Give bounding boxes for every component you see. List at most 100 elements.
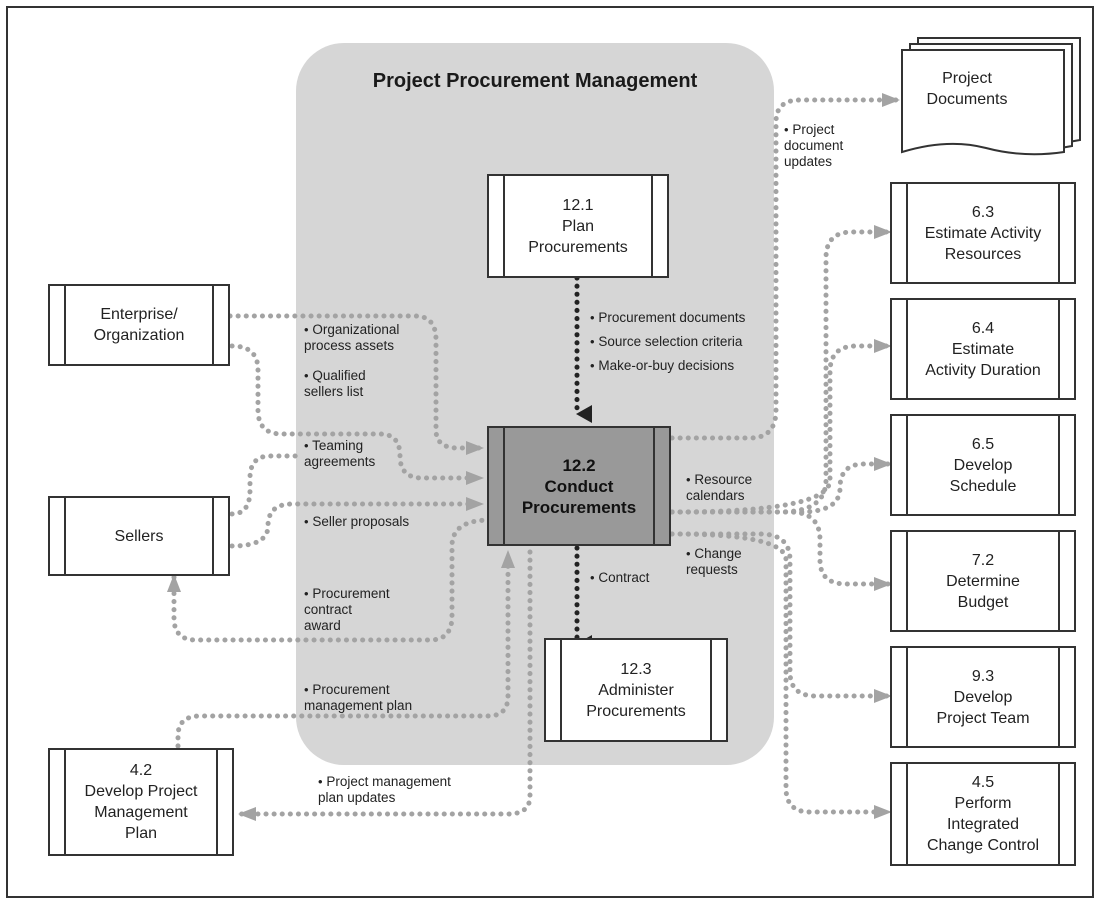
label-seller-proposals: • Seller proposals bbox=[304, 514, 409, 530]
flow-label-text: Change bbox=[694, 546, 742, 561]
process-number: 9.3 bbox=[971, 667, 995, 685]
process-label: Plan bbox=[561, 217, 595, 235]
process-label: Conduct bbox=[544, 476, 614, 496]
process-label: Plan bbox=[124, 825, 158, 842]
flow-label-text: Project bbox=[792, 122, 835, 137]
process-number: 6.4 bbox=[971, 319, 995, 337]
bullet: • bbox=[304, 368, 309, 383]
enterprise-organization[interactable]: Enterprise/ Organization bbox=[48, 284, 230, 366]
flow-label-text: Qualified bbox=[312, 368, 366, 383]
label-source-selection: • Source selection criteria bbox=[590, 334, 742, 350]
diagram-frame bbox=[6, 6, 1094, 898]
entity-label: Enterprise/ bbox=[100, 306, 178, 323]
process-4-5-integrated-change-control[interactable]: 4.5 Perform Integrated Change Control bbox=[890, 762, 1076, 866]
entity-label: Organization bbox=[93, 327, 185, 344]
process-label: Activity Duration bbox=[925, 361, 1041, 379]
process-number: 7.2 bbox=[971, 551, 995, 569]
flow-seller-proposals bbox=[229, 497, 485, 549]
flow-label-text: sellers list bbox=[304, 384, 364, 399]
flow-pm-plan bbox=[175, 549, 515, 749]
bullet: • bbox=[304, 514, 309, 529]
bullet: • bbox=[590, 358, 595, 373]
label-procurement-documents: • Procurement documents bbox=[590, 310, 745, 326]
project-documents: Project Documents bbox=[902, 68, 1032, 110]
flow-label-text: Source selection criteria bbox=[598, 334, 743, 349]
flow-label-text: updates bbox=[784, 154, 833, 169]
flow-doc-updates bbox=[669, 93, 901, 441]
process-6-4-estimate-duration[interactable]: 6.4 Estimate Activity Duration bbox=[890, 298, 1076, 400]
flow-to-6-4 bbox=[669, 339, 893, 515]
process-label: Administer bbox=[598, 681, 674, 699]
flow-qualified-sellers bbox=[229, 343, 485, 485]
bullet: • bbox=[304, 322, 309, 337]
process-number: 12.2 bbox=[562, 455, 596, 475]
bullet: • bbox=[318, 774, 323, 789]
process-label: Procurements bbox=[521, 497, 637, 517]
process-label: Management bbox=[94, 804, 188, 821]
process-label: Develop bbox=[953, 456, 1013, 474]
flow-to-4-5 bbox=[669, 531, 893, 819]
bullet: • bbox=[304, 682, 309, 697]
diagram-title: Project Procurement Management bbox=[372, 70, 698, 92]
bullet: • bbox=[784, 122, 789, 137]
process-label: Estimate bbox=[951, 340, 1015, 358]
process-12-1-plan-procurements[interactable]: 12.1 Plan Procurements bbox=[487, 174, 669, 278]
flow-label-text: process assets bbox=[304, 338, 395, 353]
bullet: • bbox=[686, 472, 691, 487]
bullet: • bbox=[686, 546, 691, 561]
label-contract: • Contract bbox=[590, 570, 649, 586]
bullet: • bbox=[304, 438, 309, 453]
flow-to-6-3 bbox=[669, 225, 893, 515]
flow-org-process-assets bbox=[227, 313, 485, 455]
flow-to-7-2 bbox=[669, 509, 893, 591]
process-6-5-develop-schedule[interactable]: 6.5 Develop Schedule bbox=[890, 414, 1076, 516]
bullet: • bbox=[590, 334, 595, 349]
flow-label-text: Seller proposals bbox=[312, 514, 410, 529]
sellers[interactable]: Sellers bbox=[48, 496, 230, 576]
process-9-3-develop-team[interactable]: 9.3 Develop Project Team bbox=[890, 646, 1076, 748]
process-label: Schedule bbox=[949, 477, 1017, 495]
label-doc-updates: • Project document updates bbox=[784, 122, 843, 170]
label-resource-calendars: • Resource calendars bbox=[686, 472, 752, 504]
process-number: 6.3 bbox=[971, 203, 995, 221]
flow-label-text: requests bbox=[686, 562, 738, 577]
label-contract-award: • Procurement contract award bbox=[304, 586, 390, 634]
process-label: Budget bbox=[957, 593, 1009, 611]
flow-label-text: Project management bbox=[326, 774, 451, 789]
label-org-process-assets: • Organizational process assets bbox=[304, 322, 399, 354]
flow-label-text: plan updates bbox=[318, 790, 396, 805]
process-6-3-estimate-resources[interactable]: 6.3 Estimate Activity Resources bbox=[890, 182, 1076, 284]
flow-label-text: Procurement bbox=[312, 682, 390, 697]
flow-label-text: agreements bbox=[304, 454, 376, 469]
flow-label-text: calendars bbox=[686, 488, 745, 503]
flow-label-text: document bbox=[784, 138, 844, 153]
process-7-2-determine-budget[interactable]: 7.2 Determine Budget bbox=[890, 530, 1076, 632]
flow-label-text: Procurement bbox=[312, 586, 390, 601]
process-label: Determine bbox=[946, 572, 1020, 590]
bullet: • bbox=[590, 310, 595, 325]
process-label: Resources bbox=[944, 245, 1022, 263]
flow-label-text: Make-or-buy decisions bbox=[598, 358, 735, 373]
process-label: Develop Project bbox=[84, 783, 198, 800]
process-4-2-develop-pm-plan[interactable]: 4.2 Develop Project Management Plan bbox=[48, 748, 234, 856]
label-change-requests: • Change requests bbox=[686, 546, 742, 578]
project-documents-line2: Documents bbox=[926, 91, 1008, 108]
bullet: • bbox=[304, 586, 309, 601]
process-number: 6.5 bbox=[971, 435, 995, 453]
process-12-2-conduct-procurements[interactable]: 12.2 Conduct Procurements bbox=[487, 426, 671, 546]
label-pm-plan-updates: • Project management plan updates bbox=[318, 774, 451, 806]
flow-label-text: Contract bbox=[598, 570, 650, 585]
label-pm-plan: • Procurement management plan bbox=[304, 682, 412, 714]
flow-label-text: Teaming bbox=[312, 438, 364, 453]
process-label: Procurements bbox=[586, 702, 686, 720]
process-label: Change Control bbox=[926, 837, 1040, 854]
flow-label-text: management plan bbox=[304, 698, 413, 713]
process-number: 12.3 bbox=[620, 660, 652, 678]
label-make-or-buy: • Make-or-buy decisions bbox=[590, 358, 734, 374]
entity-label: Sellers bbox=[114, 527, 164, 545]
process-number: 4.2 bbox=[129, 762, 153, 779]
process-12-3-administer-procurements[interactable]: 12.3 Administer Procurements bbox=[544, 638, 728, 742]
flow-label-text: contract bbox=[304, 602, 353, 617]
